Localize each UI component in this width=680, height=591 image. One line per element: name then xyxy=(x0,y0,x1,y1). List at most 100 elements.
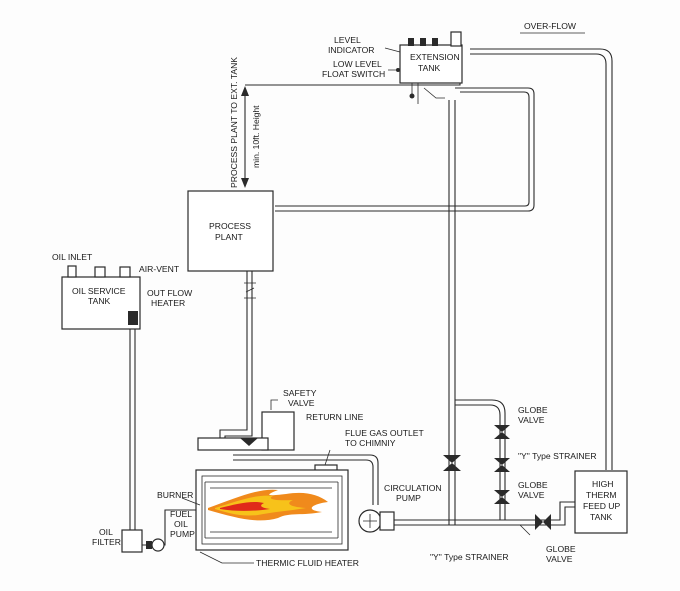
process-plant-supply-pipe xyxy=(219,270,248,450)
high-therm-label-2: THERM xyxy=(586,490,617,500)
high-therm-feed-up-tank: HIGH THERM FEED UP TANK xyxy=(574,470,628,534)
extension-tank: EXTENSION TANK xyxy=(399,31,463,104)
fuel-oil-pump-label-1: FUEL xyxy=(170,509,192,519)
y-strainer-branch xyxy=(519,524,531,536)
oil-service-tank-label-1: OIL SERVICE xyxy=(72,286,126,296)
process-plant-label-2: PLANT xyxy=(215,232,243,242)
high-therm-tank-box xyxy=(574,470,628,534)
burner-label: BURNER xyxy=(157,490,193,500)
flame-icon xyxy=(208,489,328,521)
y-strainer-upper-label: "Y" Type STRAINER xyxy=(518,451,597,461)
pump-outlet-pipe-inner xyxy=(380,506,575,526)
oil-inlet-nozzle xyxy=(67,265,77,278)
globe-valve-lower-label-1: GLOBE xyxy=(546,544,576,554)
high-therm-label-3: FEED UP xyxy=(583,501,621,511)
return-valve-icon xyxy=(240,438,258,446)
heater-leader xyxy=(199,551,254,564)
return-line-pipe xyxy=(233,454,379,505)
air-vent-nozzle xyxy=(119,266,131,278)
out-flow-heater-icon xyxy=(128,311,138,325)
header-pipe-box xyxy=(197,437,269,451)
plant-outlet-valve-icon xyxy=(244,282,256,299)
pump-motor-box xyxy=(379,511,395,531)
oil-inlet-label: OIL INLET xyxy=(52,252,93,262)
thermic-fluid-heater xyxy=(195,469,349,551)
globe-valve-icon xyxy=(494,425,510,439)
heater-coil-outline xyxy=(201,475,343,545)
oil-service-tank-label-2: TANK xyxy=(88,296,111,306)
fuel-oil-pump-label-3: PUMP xyxy=(170,529,195,539)
safety-valve-stem xyxy=(270,399,278,410)
out-flow-heater-label-2: HEATER xyxy=(151,298,185,308)
float-switch-label-1: LOW LEVEL xyxy=(333,59,382,69)
bypass-pipe xyxy=(455,404,501,520)
oil-filter-label-1: OIL xyxy=(99,527,113,537)
extension-tank-box xyxy=(399,44,463,84)
process-plant-to-ext-tank-label: PROCESS PLANT TO EXT. TANK xyxy=(229,57,239,188)
ext-tank-loop-pipe-inner xyxy=(275,91,530,207)
extension-tank-label-1: EXTENSION xyxy=(410,52,460,62)
flue-gas-leader xyxy=(324,449,331,466)
overflow-pipe-inner xyxy=(470,53,607,470)
y-strainer-icon xyxy=(494,458,510,472)
globe-valve-middle-label-2: VALVE xyxy=(518,490,545,500)
tank-nozzle xyxy=(408,38,414,46)
drain-valve-icon xyxy=(409,93,415,99)
oil-filter-pump xyxy=(121,529,165,553)
burner-leader xyxy=(181,497,201,506)
fuel-oil-pump-icon xyxy=(151,538,165,552)
globe-valve-icon xyxy=(535,514,551,530)
bypass-pipe-inner xyxy=(455,399,506,520)
pump-impeller-icon xyxy=(363,514,377,528)
min-height-label: min. 10ft. Height xyxy=(251,105,261,168)
arrow-down-icon xyxy=(241,178,249,188)
process-plant-supply-pipe-inner xyxy=(224,270,253,450)
extension-tank-label-2: TANK xyxy=(418,63,441,73)
tank-nozzle xyxy=(432,38,438,46)
globe-valve-middle-label-1: GLOBE xyxy=(518,480,548,490)
thermic-fluid-heater-label: THERMIC FLUID HEATER xyxy=(256,558,359,568)
high-therm-label-4: TANK xyxy=(590,512,613,522)
tank-nozzle xyxy=(94,266,106,278)
globe-valve-lower-label-2: VALVE xyxy=(546,554,573,564)
over-flow-label: OVER-FLOW xyxy=(524,21,577,31)
circulation-pump-label-2: PUMP xyxy=(396,493,421,503)
tank-vent-pipe xyxy=(450,31,462,47)
circulation-pump xyxy=(358,509,395,533)
fuel-oil-pump-label-2: OIL xyxy=(174,519,188,529)
process-plant: PROCESS PLANT xyxy=(187,190,274,299)
globe-valve-upper-label-2: VALVE xyxy=(518,415,545,425)
level-indicator-label-1: LEVEL xyxy=(334,35,361,45)
overflow-pipe xyxy=(470,48,613,470)
valves xyxy=(240,425,551,536)
globe-valve-icon xyxy=(494,490,510,504)
heater-coil-lines xyxy=(205,481,338,539)
high-therm-label-1: HIGH xyxy=(592,479,613,489)
float-switch-label-2: FLOAT SWITCH xyxy=(322,69,385,79)
tank-nozzle xyxy=(420,38,426,46)
level-indicator-label-2: INDICATOR xyxy=(328,45,374,55)
globe-valve-icon xyxy=(443,455,461,471)
ext-tank-loop-pipe xyxy=(275,87,535,212)
globe-valve-upper-label-1: GLOBE xyxy=(518,405,548,415)
circulation-pump-label-1: CIRCULATION xyxy=(384,483,442,493)
oil-service-tank: OIL SERVICE TANK xyxy=(61,265,141,330)
out-flow-heater-label-1: OUT FLOW xyxy=(147,288,193,298)
safety-valve-label-2: VALVE xyxy=(288,398,315,408)
float-switch-icon xyxy=(396,68,400,72)
pump-motor-icon xyxy=(146,541,152,549)
flue-gas-label-1: FLUE GAS OUTLET xyxy=(345,428,425,438)
pump-outlet-pipe xyxy=(380,501,575,521)
y-strainer-lower-label: "Y" Type STRAINER xyxy=(430,552,509,562)
safety-valve-label-1: SAFETY xyxy=(283,388,317,398)
leader-lines xyxy=(384,47,401,71)
tank-bottom-fittings xyxy=(411,83,445,104)
flue-gas-label-2: TO CHIMNIY xyxy=(345,438,396,448)
oil-filter-label-2: FILTER xyxy=(92,537,121,547)
height-dimension: PROCESS PLANT TO EXT. TANK min. 10ft. He… xyxy=(229,57,261,188)
return-line-label: RETURN LINE xyxy=(306,412,364,422)
oil-filter-box xyxy=(121,529,143,553)
heater-coil-ends xyxy=(204,482,339,538)
